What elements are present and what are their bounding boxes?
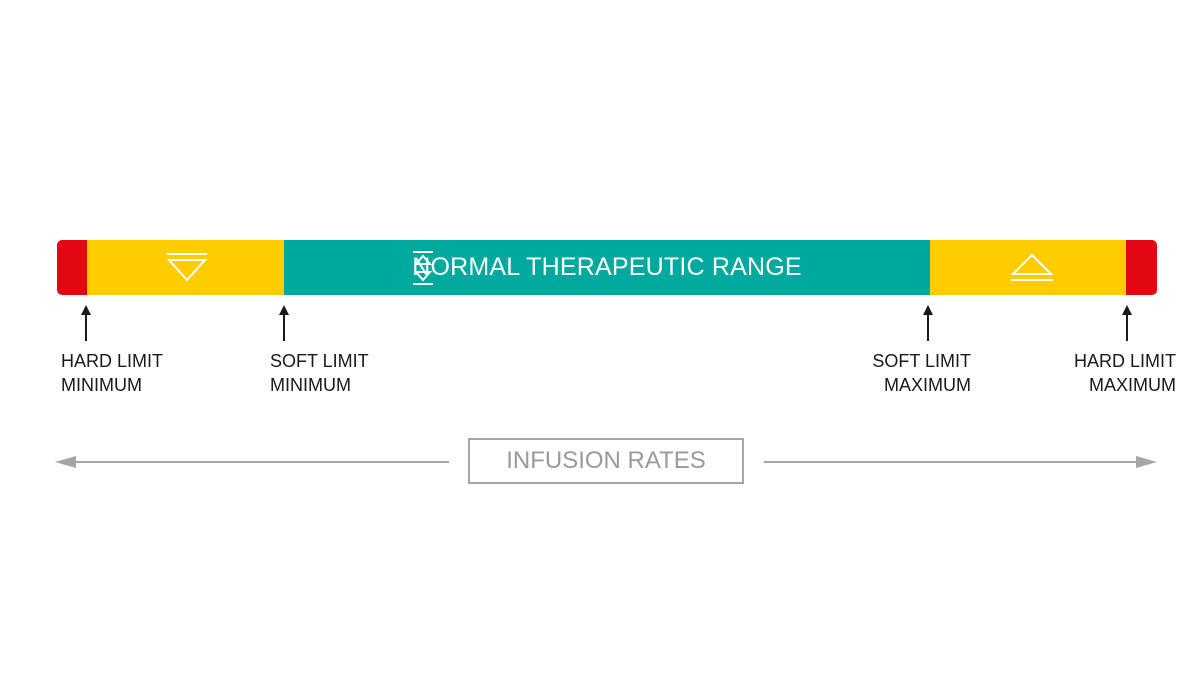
- soft-limit-maximum-label: SOFT LIMIT MAXIMUM: [872, 351, 971, 395]
- soft-limit-max-zone: [930, 240, 1126, 295]
- soft-limit-maximum-arrow: [923, 305, 933, 341]
- up-triangle-icon: [1010, 253, 1054, 281]
- hard-limit-min-zone: [57, 240, 87, 295]
- normal-therapeutic-range-zone: NORMAL THERAPEUTIC RANGE: [284, 240, 930, 295]
- normal-range-label: NORMAL THERAPEUTIC RANGE: [412, 253, 802, 281]
- infusion-rates-label: INFUSION RATES: [468, 438, 744, 484]
- hard-limit-minimum-label: HARD LIMIT MINIMUM: [61, 351, 164, 395]
- right-arrow-icon: [764, 456, 1157, 468]
- soft-limit-min-zone: [87, 240, 284, 295]
- hard-limit-maximum-label: HARD LIMIT MAXIMUM: [1073, 351, 1176, 395]
- soft-limit-minimum-arrow: [279, 305, 289, 341]
- hard-limit-minimum-arrow: [81, 305, 91, 341]
- down-triangle-icon: [166, 253, 208, 282]
- soft-limit-minimum-label: SOFT LIMIT MINIMUM: [270, 351, 369, 395]
- infusion-range-bar: NORMAL THERAPEUTIC RANGE: [57, 240, 1157, 295]
- left-arrow-icon: [55, 456, 449, 468]
- hard-limit-max-zone: [1126, 240, 1157, 295]
- up-down-range-icon: [413, 250, 434, 285]
- hard-limit-maximum-arrow: [1122, 305, 1132, 341]
